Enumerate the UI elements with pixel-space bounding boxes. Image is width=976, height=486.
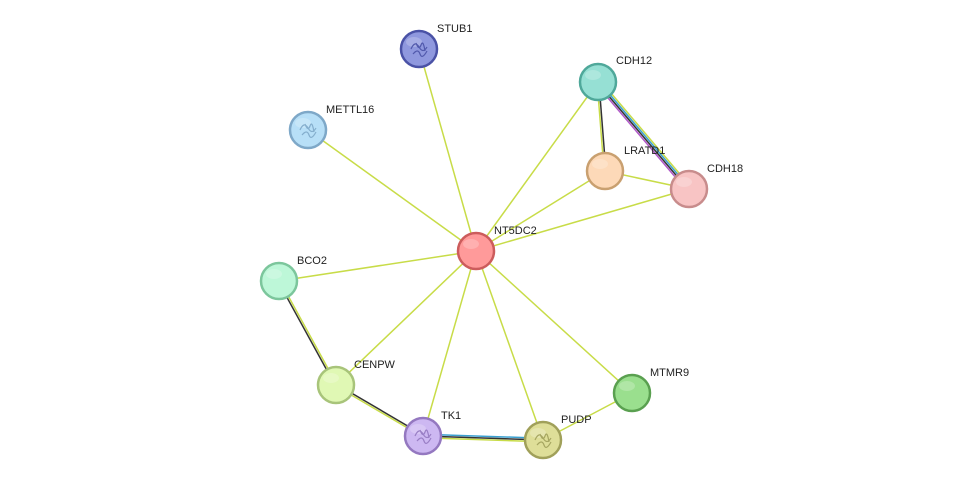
- edge-nt5dc2-bco2: [278, 250, 477, 282]
- node-highlight: [592, 159, 608, 169]
- edge-nt5dc2-mtmr9: [475, 250, 633, 394]
- node-circle[interactable]: [523, 420, 563, 460]
- node-highlight: [585, 70, 601, 80]
- node-highlight: [410, 424, 426, 434]
- edge-nt5dc2-cenpw: [335, 250, 477, 386]
- edge-evidence-line: [279, 280, 338, 385]
- node-circle[interactable]: [669, 169, 709, 209]
- node-circle[interactable]: [399, 29, 439, 69]
- node-mtmr9[interactable]: MTMR9: [612, 367, 689, 413]
- edge-evidence-line: [277, 281, 336, 386]
- node-circle[interactable]: [316, 365, 356, 405]
- edge-bco2-cenpw: [277, 280, 338, 386]
- edge-nt5dc2-lratd1: [475, 170, 606, 252]
- node-label: CENPW: [354, 359, 396, 371]
- node-highlight: [295, 118, 311, 128]
- edge-evidence-line: [598, 80, 691, 189]
- protein-structure-icon: [299, 123, 317, 138]
- edge-evidence-line: [422, 250, 477, 437]
- edge-evidence-line: [595, 83, 688, 192]
- node-cdh12[interactable]: CDH12: [578, 55, 652, 102]
- edge-evidence-line: [307, 129, 477, 252]
- node-circle[interactable]: [578, 62, 618, 102]
- edge-evidence-line: [418, 48, 477, 252]
- edge-evidence-line: [422, 435, 544, 441]
- edge-evidence-line: [596, 82, 689, 191]
- edge-evidence-line: [475, 250, 544, 441]
- edge-evidence-line: [475, 170, 606, 252]
- edge-nt5dc2-mettl16: [307, 129, 477, 252]
- node-highlight: [463, 239, 479, 249]
- node-label: STUB1: [437, 23, 472, 35]
- node-pudp[interactable]: PUDP: [523, 414, 592, 460]
- edge-nt5dc2-cdh12: [475, 81, 599, 252]
- node-stub1[interactable]: STUB1: [399, 23, 472, 69]
- node-circle[interactable]: [288, 110, 328, 150]
- node-lratd1[interactable]: LRATD1: [585, 145, 665, 191]
- node-nt5dc2[interactable]: NT5DC2: [456, 225, 537, 271]
- node-label: BCO2: [297, 255, 327, 267]
- node-label: NT5DC2: [494, 225, 537, 237]
- node-label: LRATD1: [624, 145, 665, 157]
- node-circle[interactable]: [403, 416, 443, 456]
- node-circle[interactable]: [456, 231, 496, 271]
- edge-nt5dc2-cdh18: [475, 188, 690, 252]
- edge-evidence-line: [475, 250, 633, 394]
- edge-evidence-line: [278, 250, 477, 282]
- protein-structure-icon: [414, 429, 432, 444]
- node-highlight: [266, 269, 282, 279]
- edge-evidence-line: [335, 250, 477, 386]
- edge-evidence-line: [599, 79, 692, 188]
- node-cdh18[interactable]: CDH18: [669, 163, 743, 209]
- edge-tk1-pudp: [422, 433, 544, 443]
- edge-nt5dc2-pudp: [475, 250, 544, 441]
- edge-nt5dc2-stub1: [418, 48, 477, 252]
- node-circle[interactable]: [612, 373, 652, 413]
- edge-evidence-line: [475, 81, 599, 252]
- node-circle[interactable]: [585, 151, 625, 191]
- node-highlight: [406, 37, 422, 47]
- node-highlight: [530, 428, 546, 438]
- node-highlight: [619, 381, 635, 391]
- edge-evidence-line: [423, 433, 544, 439]
- node-label: CDH12: [616, 55, 652, 67]
- node-highlight: [676, 177, 692, 187]
- edge-evidence-line: [475, 188, 690, 252]
- edge-cdh12-cdh18: [595, 79, 692, 192]
- node-circle[interactable]: [259, 261, 299, 301]
- node-cenpw[interactable]: CENPW: [316, 359, 396, 405]
- node-bco2[interactable]: BCO2: [259, 255, 327, 301]
- node-highlight: [323, 373, 339, 383]
- node-mettl16[interactable]: METTL16: [288, 104, 374, 150]
- node-label: PUDP: [561, 414, 592, 426]
- protein-structure-icon: [410, 42, 428, 57]
- edge-nt5dc2-tk1: [422, 250, 477, 437]
- node-label: CDH18: [707, 163, 743, 175]
- protein-structure-icon: [534, 433, 552, 448]
- node-tk1[interactable]: TK1: [403, 410, 461, 456]
- node-label: MTMR9: [650, 367, 689, 379]
- node-label: TK1: [441, 410, 461, 422]
- node-label: METTL16: [326, 104, 374, 116]
- edge-evidence-line: [422, 437, 543, 443]
